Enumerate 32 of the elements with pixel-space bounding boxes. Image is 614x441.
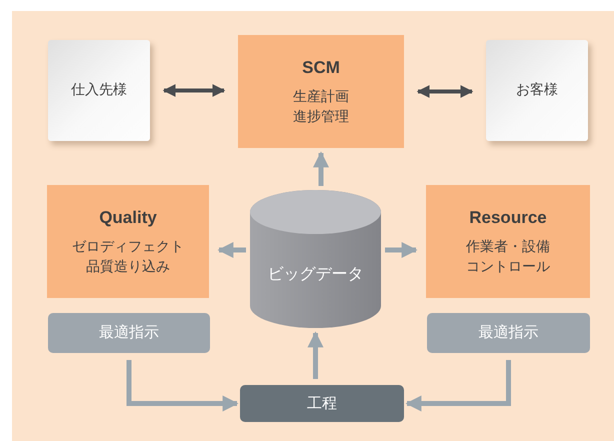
arrow [162,84,226,97]
box-text: 作業者・設備 [466,238,550,257]
instruction-box [48,313,210,353]
partner-card [486,40,588,141]
arrow [405,360,511,412]
box-text: ゼロディフェクト [72,238,184,257]
node-label: ビッグデータ [268,263,364,286]
node-label: 工程 [307,392,337,414]
function-box [426,185,590,298]
box-heading: Quality [99,206,157,229]
database-cylinder [250,190,381,328]
node-label: 最適指示 [99,322,159,344]
process-box [240,385,404,422]
instruction-box [427,313,590,353]
arrow [416,85,474,98]
arrow [217,242,246,258]
function-box [47,185,209,298]
node-label: 仕入先様 [71,81,127,100]
box-text: 進捗管理 [293,108,349,127]
node-label: 最適指示 [478,322,538,344]
box-text: 品質造り込み [86,258,170,277]
arrow [385,242,418,258]
box-heading: SCM [302,56,340,79]
box-heading: Resource [469,206,547,229]
function-box [238,35,404,148]
arrow [313,151,329,186]
partner-card [48,40,150,141]
box-text: 生産計画 [293,88,349,107]
arrow [126,360,239,412]
arrow [308,331,324,379]
node-label: お客様 [516,81,558,100]
box-text: コントロール [466,258,550,277]
